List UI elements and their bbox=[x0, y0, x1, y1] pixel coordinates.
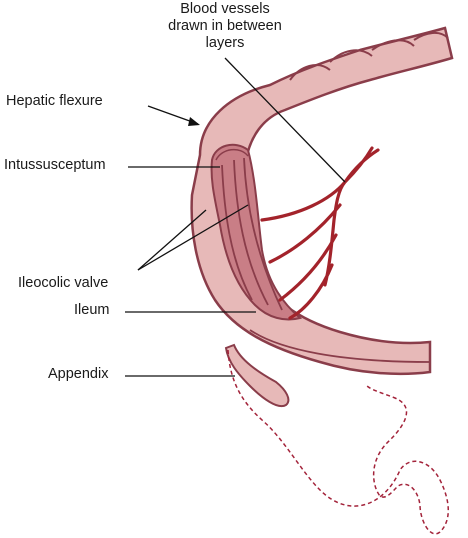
appendix-shape bbox=[224, 343, 290, 408]
intussusceptum-tip bbox=[215, 148, 249, 161]
dashed-bowel-outline bbox=[227, 349, 449, 535]
leader-ileocolic-valve-a bbox=[137, 209, 207, 271]
label-blood-vessels-line3: layers bbox=[205, 35, 245, 51]
label-ileum: Ileum bbox=[74, 302, 110, 318]
label-hepatic-flexure: Hepatic flexure bbox=[6, 93, 103, 109]
label-blood-vessels-line1: Blood vessels bbox=[180, 1, 270, 17]
ileum-tube bbox=[249, 329, 431, 363]
label-blood-vessels-line2: drawn in between bbox=[168, 18, 282, 34]
colon-haustra bbox=[289, 32, 449, 81]
blood-vessels bbox=[260, 146, 380, 320]
arrowhead-hepatic-flexure bbox=[188, 117, 200, 126]
label-intussusceptum: Intussusceptum bbox=[4, 157, 106, 173]
leader-blood-vessels bbox=[224, 57, 346, 183]
intussusceptum bbox=[210, 143, 303, 321]
label-ileocolic-valve: Ileocolic valve bbox=[18, 275, 109, 291]
label-appendix: Appendix bbox=[48, 366, 109, 382]
intussusceptum-folds bbox=[221, 157, 283, 311]
leader-ileocolic-valve-b bbox=[137, 204, 249, 271]
